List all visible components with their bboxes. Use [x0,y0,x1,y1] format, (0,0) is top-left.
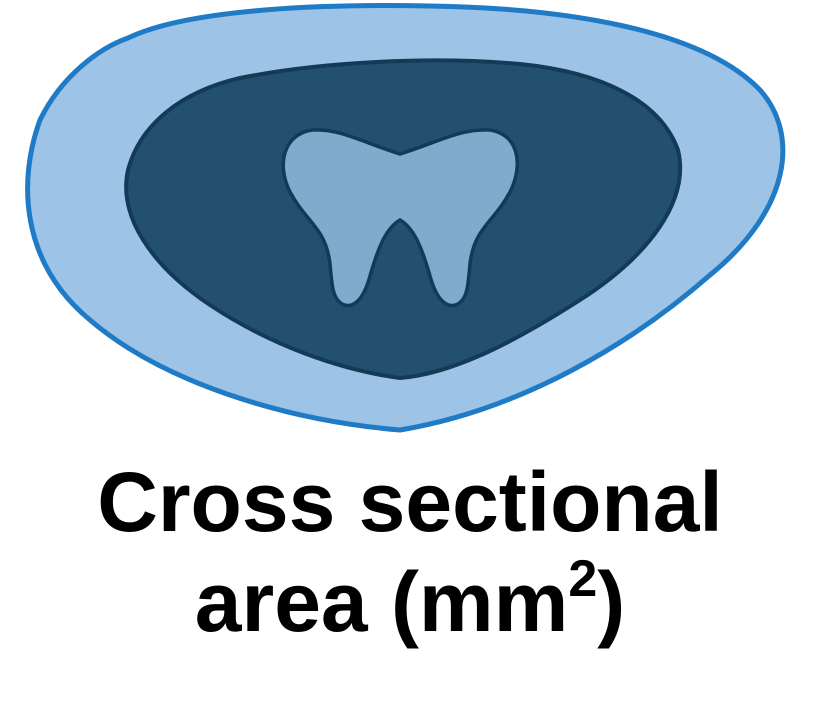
caption-line-2: area (mm2) [0,552,820,652]
tooth-icon [281,128,519,308]
caption-superscript: 2 [568,550,598,608]
caption: Cross sectional area (mm2) [0,452,820,652]
caption-line-1: Cross sectional [97,455,723,549]
caption-line-2-prefix: area (mm [194,555,569,649]
cross-section-illustration [25,3,786,433]
caption-line-2-suffix: ) [597,555,626,649]
